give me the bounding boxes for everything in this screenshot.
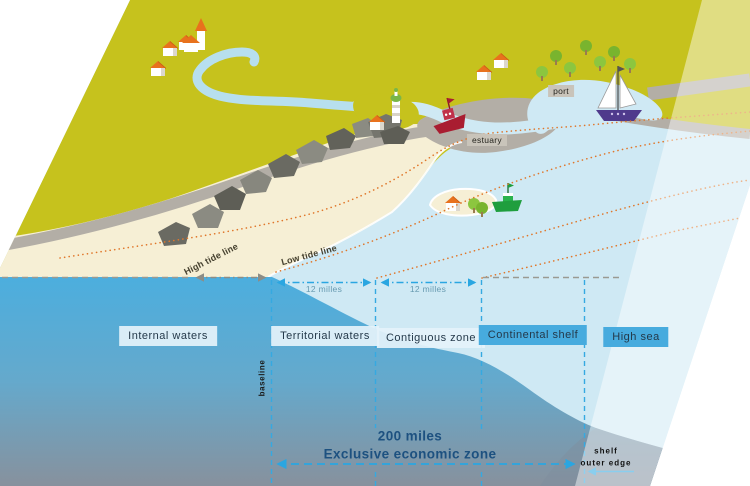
sailboat-icon (596, 66, 642, 121)
zone-high-sea: High sea (603, 327, 669, 347)
territorial-extent-label: 12 milles (305, 284, 343, 294)
contiguous-extent-label: 12 milles (409, 284, 447, 294)
river (192, 47, 411, 115)
road-upper (647, 73, 750, 101)
fishing-boat-green-icon (492, 183, 522, 212)
zone-continental-shelf: Continental shelf (478, 325, 588, 345)
shore-foam (267, 141, 463, 278)
zone-boundary-dotted-lines (59, 111, 750, 279)
eez-label: 200 miles Exclusive economic zone (324, 427, 497, 462)
fishing-boat-red-icon (433, 97, 466, 134)
lighthouse-icon (390, 88, 402, 123)
eez-name: Exclusive economic zone (323, 446, 497, 461)
low-tide-line (275, 130, 750, 273)
island (428, 187, 498, 217)
high-tide-line (59, 111, 750, 259)
right-overlay (575, 0, 750, 486)
estuary-tag: estuary (467, 134, 507, 146)
zone-territorial-waters: Territorial waters (271, 326, 379, 346)
measure-lines (2, 273, 634, 486)
deep-sea-shade (540, 428, 674, 486)
village (150, 18, 509, 130)
port-tag: port (548, 85, 574, 97)
zone-internal-waters: Internal waters (119, 326, 217, 346)
church-icon (182, 18, 207, 52)
baseline-label: baseline (257, 359, 267, 397)
estuary-channel (402, 101, 606, 135)
shelf-outer-edge-label: shelf outer edge (580, 446, 632, 467)
eez-distance: 200 miles (377, 428, 443, 444)
boundary-24nm (481, 215, 750, 279)
zone-contiguous-zone: Contiguous zone (376, 328, 486, 348)
